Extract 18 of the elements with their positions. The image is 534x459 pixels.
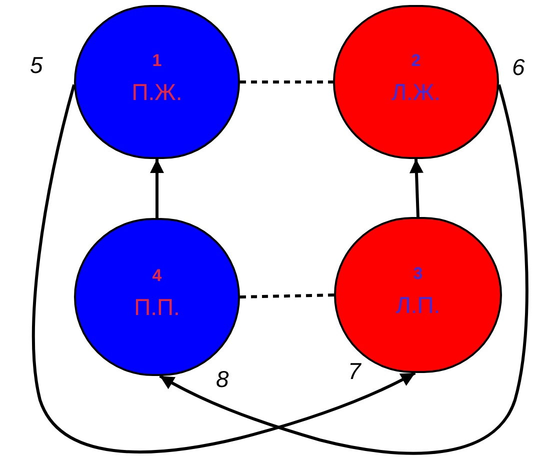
dashed-line [240,80,333,84]
callout-number: 8 [216,368,229,391]
arrow [150,159,164,218]
dashed-line [240,294,334,298]
arrow [409,158,424,218]
node-label: Л.П. [396,294,440,317]
node-label: П.Ж. [132,81,182,104]
node-number: 3 [413,265,423,282]
arrow [32,84,416,454]
node-number: 4 [152,267,162,284]
node-number: 1 [152,52,162,69]
callout-number: 7 [348,360,361,383]
arrow [159,84,528,455]
callout-number: 5 [30,54,43,77]
node-number: 2 [411,52,421,69]
node-label: Л.Ж. [391,81,441,104]
callout-number: 6 [512,56,525,79]
node-label: П.П. [134,296,180,319]
